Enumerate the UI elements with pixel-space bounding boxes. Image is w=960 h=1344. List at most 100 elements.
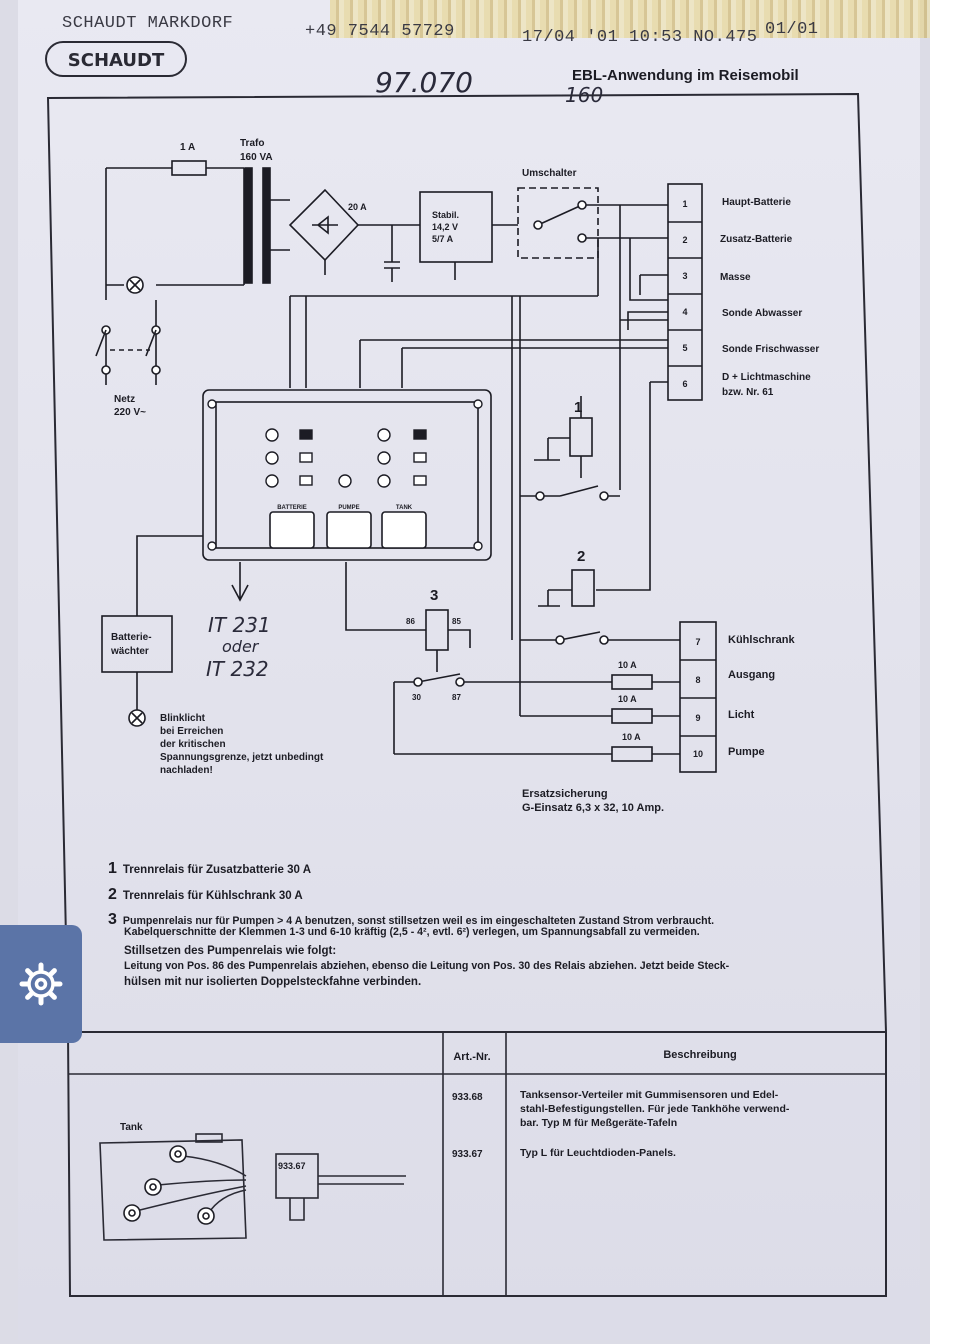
label-pin-30: 30 bbox=[412, 693, 421, 702]
panel-label-tank: TANK bbox=[396, 505, 413, 511]
table-header-desc: Beschreibung bbox=[663, 1049, 736, 1061]
handwritten-it232: IT 232 bbox=[206, 657, 269, 681]
settings-button[interactable] bbox=[0, 925, 82, 1043]
fax-datetime: 17/04 '01 10:53 NO.475 bbox=[522, 28, 758, 47]
gear-icon bbox=[19, 962, 63, 1006]
table-row-1-art: 933.68 bbox=[452, 1092, 483, 1103]
fuse-9 bbox=[611, 708, 653, 724]
spare-fuse-note: Ersatzsicherung G-Einsatz 6,3 x 32, 10 A… bbox=[522, 788, 664, 814]
tank-outline bbox=[99, 1139, 247, 1241]
terminal-10-label: Pumpe bbox=[728, 746, 765, 758]
svg-text:4: 4 bbox=[682, 307, 687, 317]
svg-text:Spannungsgrenze, jetzt unbedin: Spannungsgrenze, jetzt unbedingt bbox=[160, 752, 324, 763]
terminal-list-bottom: 7 Kühlschrank 8 Ausgang 9 Licht 10 Pumpe bbox=[693, 634, 796, 759]
panel-label-pump: PUMPE bbox=[338, 505, 359, 511]
label-pin-86: 86 bbox=[406, 617, 415, 626]
drawing-border bbox=[46, 92, 887, 1297]
tank-label: Tank bbox=[120, 1122, 143, 1133]
table-row-1-desc-2: stahl-Befestigungstellen. Für jede Tankh… bbox=[520, 1103, 790, 1115]
pump-button bbox=[326, 511, 372, 549]
relay-1 bbox=[569, 417, 593, 457]
distributor-label: 933.67 bbox=[278, 1161, 306, 1171]
terminal-5-label: Sonde Frischwasser bbox=[722, 344, 819, 355]
svg-text:Blinklicht: Blinklicht bbox=[160, 713, 206, 724]
terminal-4-label: Sonde Abwasser bbox=[722, 308, 802, 319]
schaudt-logo: SCHAUDT bbox=[45, 41, 187, 77]
label-pin-85: 85 bbox=[452, 617, 461, 626]
terminal-6-label: D + Lichtmaschine bbox=[722, 372, 811, 383]
logo-text: SCHAUDT bbox=[68, 50, 165, 71]
label-relay-1: 1 bbox=[574, 399, 582, 416]
svg-text:9: 9 bbox=[695, 713, 700, 723]
terminal-block-bottom bbox=[679, 621, 717, 773]
changeover-switch bbox=[517, 187, 599, 259]
label-trafo: Trafo bbox=[240, 138, 264, 149]
relay-3 bbox=[425, 609, 449, 651]
svg-text:der kritischen: der kritischen bbox=[160, 739, 226, 750]
terminal-list-top: 1 Haupt-Batterie 2 Zusatz-Batterie 3 Mas… bbox=[682, 197, 819, 398]
label-fuse-9: 10 A bbox=[618, 694, 637, 704]
svg-text:6: 6 bbox=[682, 379, 687, 389]
label-stab-v: 14,2 V bbox=[432, 222, 458, 232]
terminal-1-label: Haupt-Batterie bbox=[722, 197, 791, 208]
label-pin-87: 87 bbox=[452, 693, 461, 702]
terminal-3-label: Masse bbox=[720, 272, 751, 283]
battery-monitor-box bbox=[101, 615, 173, 673]
label-umschalter: Umschalter bbox=[522, 168, 577, 179]
label-trafo-va: 160 VA bbox=[240, 152, 273, 163]
fax-phone: +49 7544 57729 bbox=[305, 22, 455, 41]
label-stab: Stabil. bbox=[432, 210, 459, 220]
stabiliser-box bbox=[419, 191, 493, 263]
table-header-art: Art.-Nr. bbox=[453, 1051, 490, 1063]
label-batteriewaechter-2: wächter bbox=[110, 646, 149, 657]
blink-note: Blinklicht bei Erreichen der kritischen … bbox=[160, 713, 324, 776]
terminal-7-label: Kühlschrank bbox=[728, 634, 796, 646]
svg-text:8: 8 bbox=[695, 675, 700, 685]
note-3-line-2: Kabelquerschnitte der Klemmen 1-3 und 6-… bbox=[124, 926, 700, 938]
fuse-10 bbox=[611, 746, 653, 762]
svg-text:10: 10 bbox=[693, 749, 703, 759]
svg-text:2: 2 bbox=[682, 235, 687, 245]
svg-text:7: 7 bbox=[695, 637, 700, 647]
tank-button bbox=[381, 511, 427, 549]
note-3-line-4: Leitung von Pos. 86 des Pumpenrelais abz… bbox=[124, 960, 730, 972]
label-relay-2: 2 bbox=[577, 548, 585, 565]
table-row-1-desc-3: bar. Typ M für Meßgeräte-Tafeln bbox=[520, 1117, 677, 1129]
note-3-line-3: Stillsetzen des Pumpenrelais wie folgt: bbox=[124, 945, 337, 957]
handwritten-code: 97.070 bbox=[375, 66, 473, 99]
fuse-8 bbox=[611, 674, 653, 690]
transformer-coil-left bbox=[244, 167, 253, 284]
fax-sender: SCHAUDT MARKDORF bbox=[62, 14, 234, 33]
svg-text:bei Erreichen: bei Erreichen bbox=[160, 726, 223, 737]
label-netz: Netz bbox=[114, 394, 135, 405]
label-stab-a: 5/7 A bbox=[432, 234, 454, 244]
svg-text:nachladen!: nachladen! bbox=[160, 765, 213, 776]
diagram-title: EBL-Anwendung im Reisemobil bbox=[572, 67, 799, 84]
svg-text:5: 5 bbox=[682, 343, 687, 353]
relay-2 bbox=[571, 569, 595, 607]
label-20a: 20 A bbox=[348, 202, 367, 212]
terminal-6-label-2: bzw. Nr. 61 bbox=[722, 387, 774, 398]
handwritten-oder: oder bbox=[222, 637, 260, 656]
tank-sensors bbox=[123, 1145, 215, 1225]
table-row-2-desc: Typ L für Leuchtdioden-Panels. bbox=[520, 1147, 676, 1159]
svg-text:3: 3 bbox=[682, 271, 687, 281]
label-fuse-10: 10 A bbox=[622, 732, 641, 742]
fax-sheet bbox=[18, 0, 920, 1340]
table-row-2-art: 933.67 bbox=[452, 1149, 483, 1160]
transformer-coil-right bbox=[262, 167, 271, 284]
terminal-2-label: Zusatz-Batterie bbox=[720, 234, 793, 245]
label-netz-v: 220 V~ bbox=[114, 407, 146, 418]
note-3-line-5: hülsen mit nur isolierten Doppelsteckfah… bbox=[124, 976, 422, 988]
label-relay-3: 3 bbox=[430, 587, 438, 604]
tape-strip bbox=[330, 0, 930, 38]
label-batteriewaechter-1: Batterie- bbox=[111, 632, 152, 643]
wiring-diagram: SCHAUDT 97.070 160 EBL-Anwendung im Reis… bbox=[45, 41, 887, 1297]
svg-text:Ersatzsicherung: Ersatzsicherung bbox=[522, 788, 608, 800]
panel-indicators bbox=[207, 399, 483, 551]
handwritten-it231: IT 231 bbox=[208, 613, 271, 637]
panel-label-battery: BATTERIE bbox=[277, 505, 307, 511]
